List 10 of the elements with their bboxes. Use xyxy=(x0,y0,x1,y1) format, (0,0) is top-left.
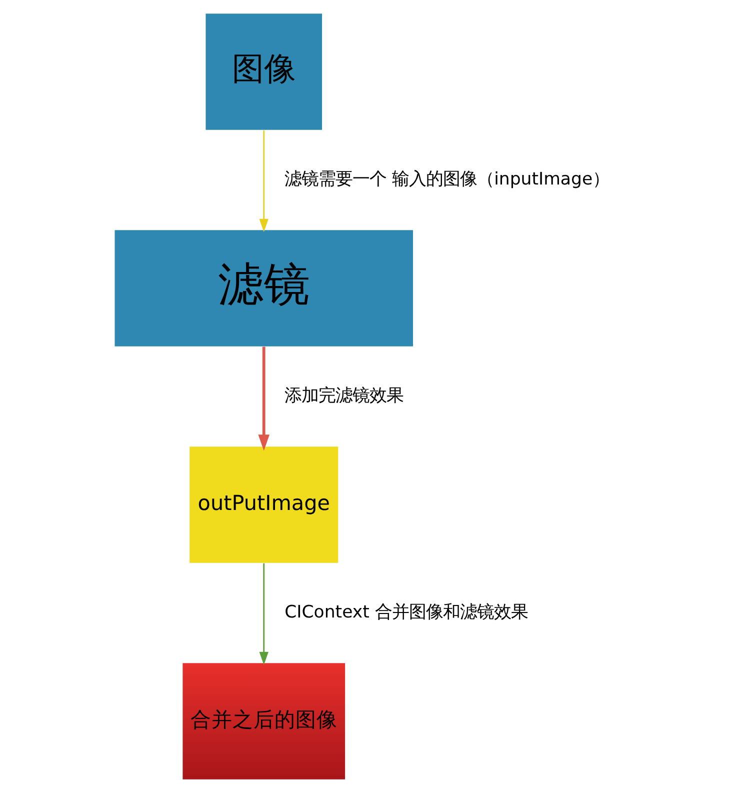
arrow xyxy=(258,130,268,232)
arrow xyxy=(258,562,268,664)
edge-label: 滤镜需要一个 输入的图像（inputImage） xyxy=(284,169,610,190)
node-box: outPutImage xyxy=(189,446,338,562)
arrow xyxy=(258,346,270,450)
edge-label: CIContext 合并图像和滤镜效果 xyxy=(284,602,528,622)
node-box: 滤镜 xyxy=(114,230,412,346)
node-box: 图像 xyxy=(205,13,322,130)
node-box: 合并之后的图像 xyxy=(182,662,345,779)
edge-label: 添加完滤镜效果 xyxy=(284,386,404,406)
